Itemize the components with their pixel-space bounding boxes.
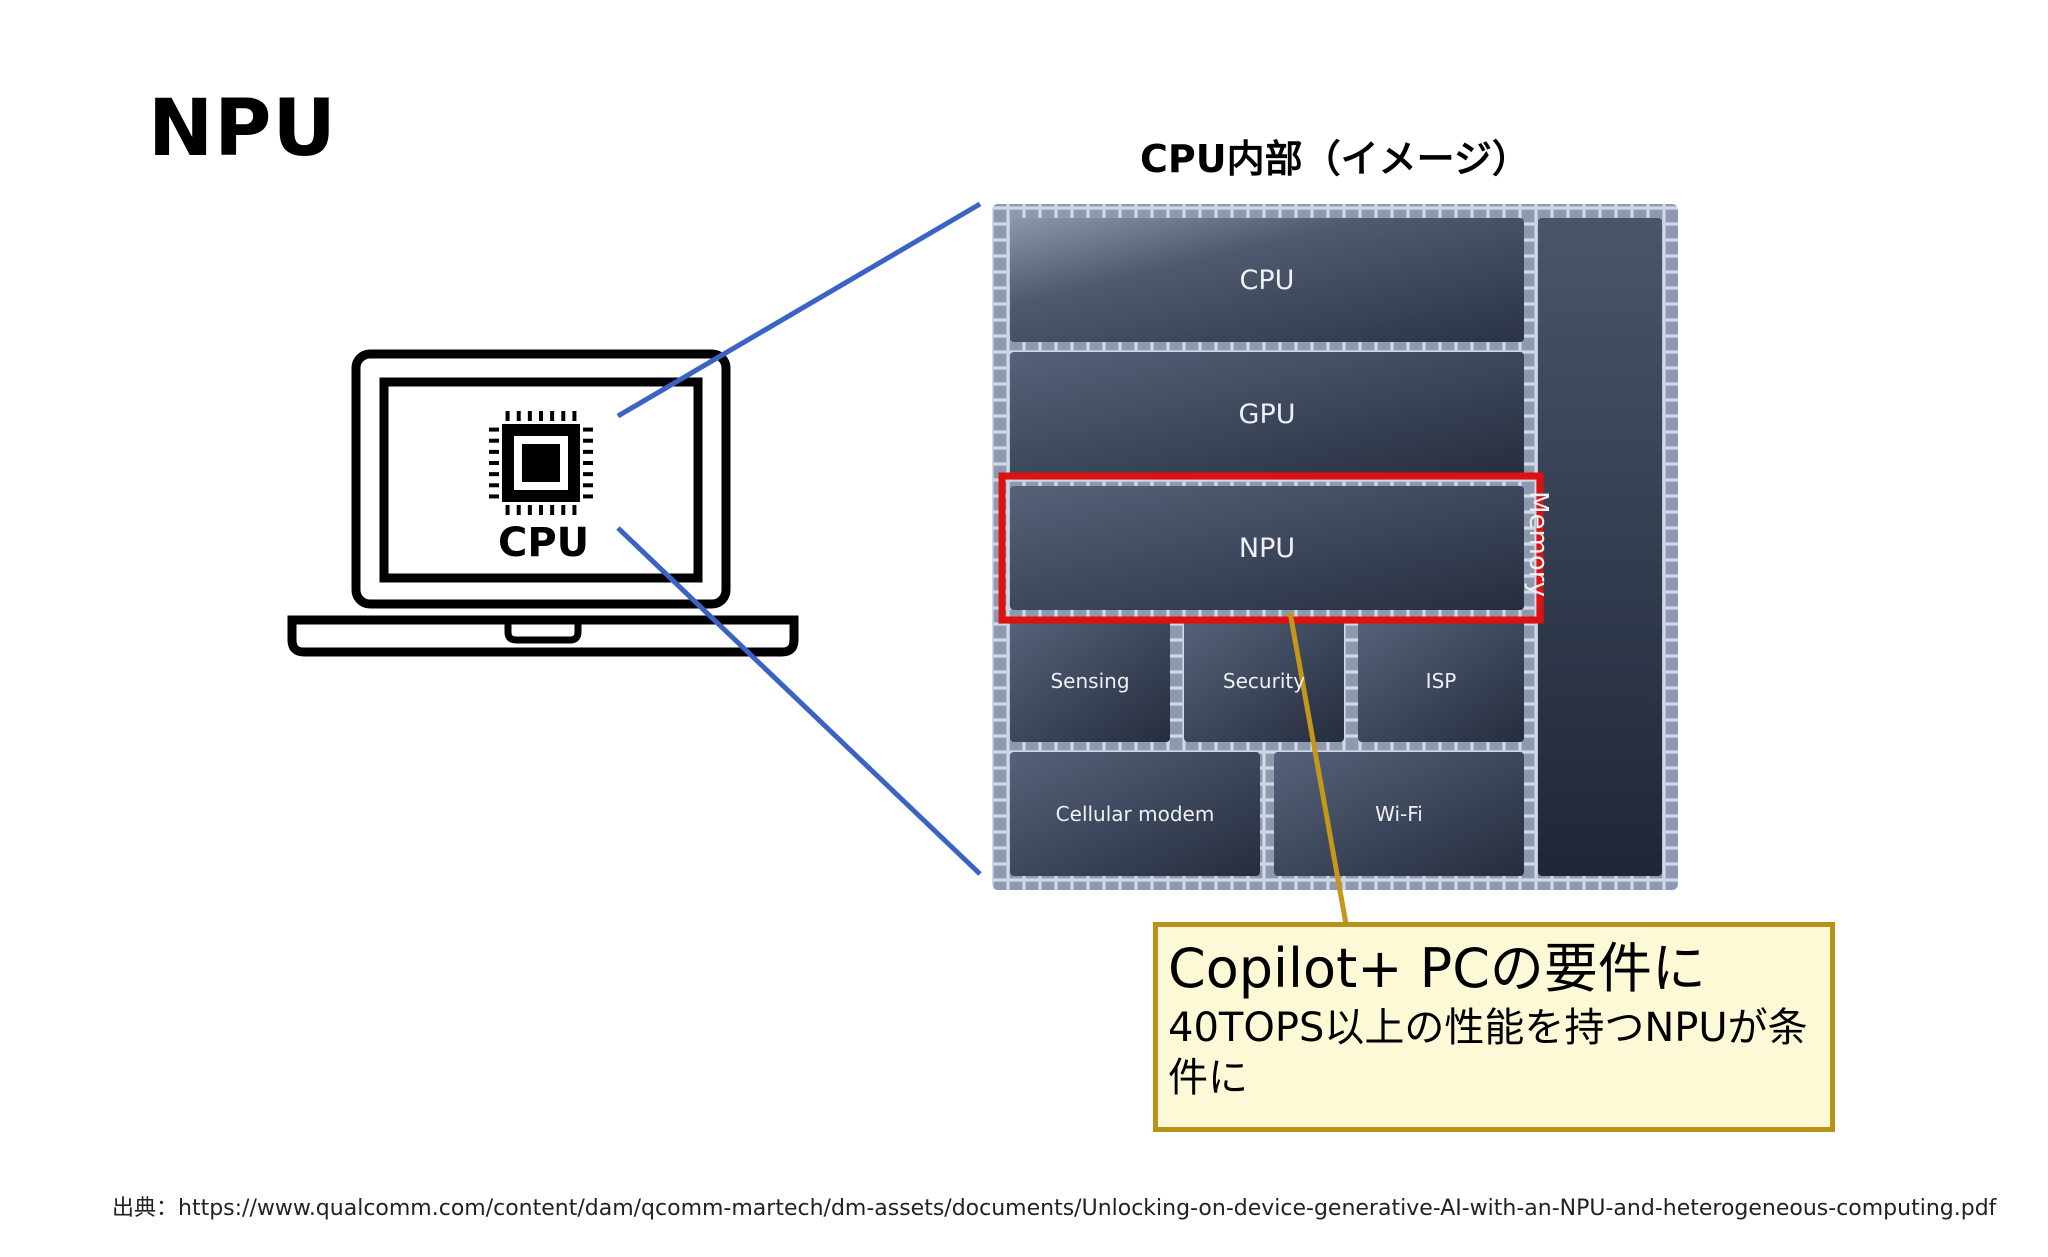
chip-diagram-caption: CPU内部（イメージ） xyxy=(1140,137,1530,181)
npu-block-label: NPU xyxy=(1238,532,1296,564)
sensing-block xyxy=(1010,620,1170,742)
chip-pin xyxy=(583,472,593,477)
gpu-block-label: GPU xyxy=(1238,398,1296,430)
wifi-block-label: Wi-Fi xyxy=(1375,802,1423,826)
chip-pin xyxy=(572,411,577,421)
memory-block xyxy=(1538,218,1662,876)
chip-pin xyxy=(516,411,521,421)
laptop-icon xyxy=(287,349,799,657)
cpu-chip-icon xyxy=(489,411,593,515)
chip-pin xyxy=(505,505,510,515)
cpu-block xyxy=(1010,218,1524,342)
slide-title: NPU xyxy=(148,84,337,174)
chip-pin xyxy=(583,483,593,488)
chip-pin xyxy=(489,449,499,454)
sensing-block-label: Sensing xyxy=(1050,669,1130,693)
chip-pin xyxy=(561,505,566,515)
chip-pin xyxy=(550,505,555,515)
chip-pin xyxy=(583,449,593,454)
chip-pin xyxy=(583,427,593,432)
cellular-block-label: Cellular modem xyxy=(1055,802,1215,826)
isp-block xyxy=(1358,620,1524,742)
zoom-line-bottom xyxy=(616,526,982,876)
chip-pin xyxy=(539,411,543,421)
laptop-cpu-label: CPU xyxy=(498,520,590,566)
chip-die xyxy=(992,204,1678,890)
security-block-label: Security xyxy=(1222,669,1306,693)
chip-pin xyxy=(489,483,499,488)
chip-pin xyxy=(489,472,499,477)
chip-pin xyxy=(516,505,521,515)
chip-pin xyxy=(489,438,499,443)
chip-pin xyxy=(583,494,593,499)
cpu-block-label: CPU xyxy=(1239,264,1295,296)
security-block xyxy=(1184,620,1344,742)
callout-title: Copilot+ PCの要件に xyxy=(1168,937,1706,1000)
chip-pin xyxy=(550,411,555,421)
chip-pin xyxy=(527,505,532,515)
chip-pin xyxy=(583,461,593,465)
chip-pin xyxy=(527,411,532,421)
chip-pin xyxy=(505,411,510,421)
chip-pin xyxy=(489,461,499,465)
memory-block-label: Memory xyxy=(1523,491,1553,597)
chip-pin xyxy=(583,438,593,443)
zoom-line-top xyxy=(616,201,982,419)
chip-pin xyxy=(489,427,499,432)
chip-pin xyxy=(572,505,577,515)
isp-block-label: ISP xyxy=(1425,669,1457,693)
npu-block xyxy=(1010,486,1524,610)
npu-highlight-box xyxy=(998,472,1544,624)
callout-leader-line xyxy=(1287,611,1349,925)
cellular-block xyxy=(1010,752,1260,876)
chip-pin xyxy=(561,411,566,421)
gpu-block xyxy=(1010,352,1524,476)
wifi-block xyxy=(1274,752,1524,876)
chip-pin xyxy=(489,494,499,499)
chip-pin xyxy=(539,505,543,515)
source-citation: 出典：https://www.qualcomm.com/content/dam/… xyxy=(112,1196,1997,1221)
callout-body: 40TOPS以上の性能を持つNPUが条件に xyxy=(1168,1005,1808,1101)
callout-box: Copilot+ PCの要件に 40TOPS以上の性能を持つNPUが条件に xyxy=(1153,922,1835,1132)
